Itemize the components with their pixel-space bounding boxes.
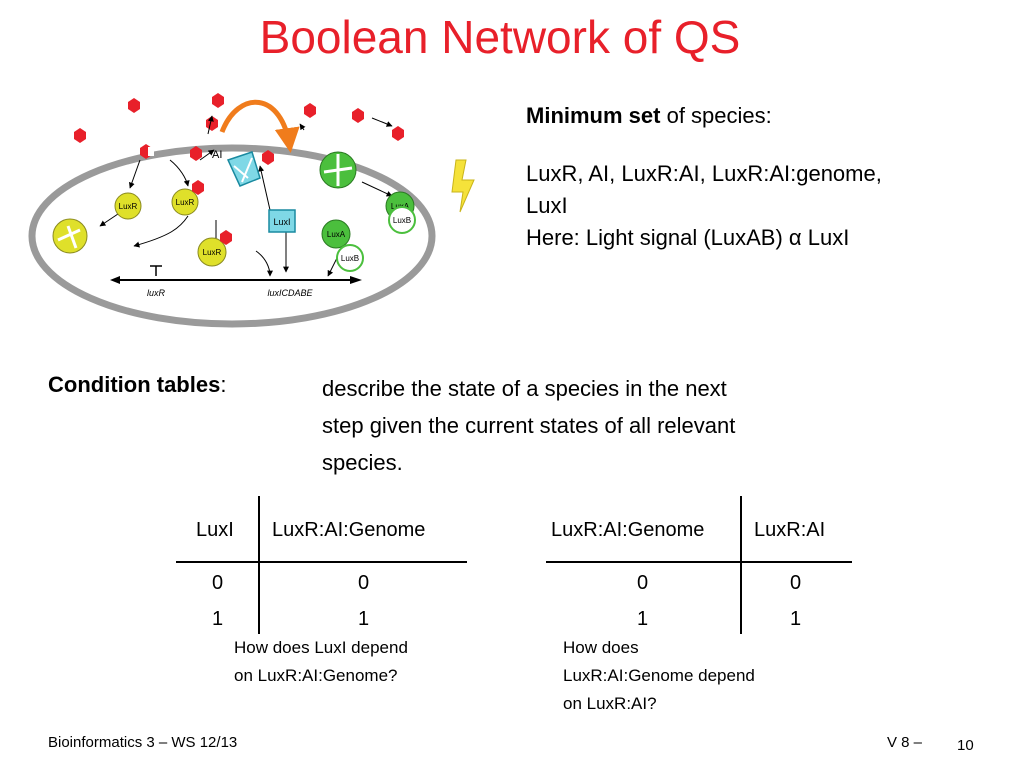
light-signal-line: Here: Light signal (LuxAB) α LuxI <box>526 224 850 250</box>
table1-header-genome: LuxR:AI:Genome <box>272 519 426 541</box>
luxi-structure <box>226 151 261 187</box>
condition-tables-description: describe the state of a species in the n… <box>322 376 736 475</box>
luxab-complex <box>319 151 357 189</box>
table2-vertical-rule <box>740 496 742 634</box>
slide-title: Boolean Network of QS <box>259 11 741 63</box>
luxa-protein: LuxA <box>321 219 351 249</box>
ai-molecule <box>262 150 274 165</box>
table2-header-genome: LuxR:AI:Genome <box>551 519 705 541</box>
condition-tables-bold: Condition tables <box>48 372 221 397</box>
ai-molecule <box>128 98 140 113</box>
condition-tables-label: Condition tables: <box>48 372 227 397</box>
table1-cell: 1 <box>358 608 370 630</box>
luxr-dimer <box>52 218 88 254</box>
svg-text:LuxI: LuxI <box>273 217 290 227</box>
luxab-pair: LuxA LuxB <box>385 191 416 234</box>
ai-molecule <box>212 93 224 108</box>
svg-text:LuxB: LuxB <box>393 216 411 225</box>
ai-molecule <box>74 128 86 143</box>
luxr-ai-complex: LuxR <box>171 180 204 216</box>
ai-export-arrow <box>219 99 300 153</box>
table1-question-line-2: on LuxR:AI:Genome? <box>234 666 398 685</box>
table1-cell: 0 <box>212 572 224 594</box>
table1-vertical-rule <box>258 496 260 634</box>
footer-course: Bioinformatics 3 – WS 12/13 <box>48 734 238 751</box>
quorum-sensing-diagram: AI LuxR LuxR LuxR <box>28 93 475 328</box>
luxi-protein: LuxI <box>268 209 296 233</box>
table2-question-line-3: on LuxR:AI? <box>563 694 657 713</box>
luxr-protein: LuxR <box>114 192 142 220</box>
table2-horizontal-rule <box>546 561 852 563</box>
svg-text:LuxR: LuxR <box>119 202 138 211</box>
luxb-protein: LuxB <box>336 244 364 272</box>
ai-molecule <box>352 108 364 123</box>
table1-cell: 1 <box>212 608 224 630</box>
svg-text:LuxR: LuxR <box>176 198 195 207</box>
table1-header-luxi: LuxI <box>196 519 234 541</box>
light-signal-icon <box>451 159 475 213</box>
gene-luxr-label: luxR <box>147 288 166 298</box>
table2-cell: 0 <box>790 572 802 594</box>
gene-operon-label: luxICDABE <box>267 288 313 298</box>
ai-molecules-outside <box>74 93 404 165</box>
svg-text:LuxB: LuxB <box>341 254 359 263</box>
table1-horizontal-rule <box>176 561 467 563</box>
table1-question-line-1: How does LuxI depend <box>234 638 408 657</box>
species-line-1: LuxR, AI, LuxR:AI, LuxR:AI:genome, <box>526 161 882 186</box>
table2-question-line-2: LuxR:AI:Genome depend <box>563 666 755 685</box>
table2-question-line-1: How does <box>563 638 639 657</box>
species-line-2: LuxI <box>526 192 568 218</box>
ai-molecule <box>304 103 316 118</box>
ai-label: AI <box>212 149 222 161</box>
table2-cell: 1 <box>637 608 649 630</box>
minimum-set-heading: Minimum set of species: <box>526 100 772 132</box>
minimum-set-bold: Minimum set <box>526 103 661 128</box>
ai-molecule <box>392 126 404 141</box>
luxr-ai-genome-complex: LuxR <box>197 230 232 267</box>
table2-header-luxr-ai: LuxR:AI <box>754 519 826 541</box>
table2-cell: 1 <box>790 608 802 630</box>
svg-text:LuxR: LuxR <box>203 248 222 257</box>
footer-lecture: V 8 – <box>887 734 923 751</box>
table1-cell: 0 <box>358 572 370 594</box>
svg-text:LuxA: LuxA <box>327 230 346 239</box>
minimum-set-rest: of species: <box>660 103 772 128</box>
genome-line <box>110 265 362 284</box>
species-list: LuxR, AI, LuxR:AI, LuxR:AI:genome, LuxI … <box>526 158 882 254</box>
page-number: 10 <box>957 737 974 754</box>
table2-cell: 0 <box>637 572 649 594</box>
